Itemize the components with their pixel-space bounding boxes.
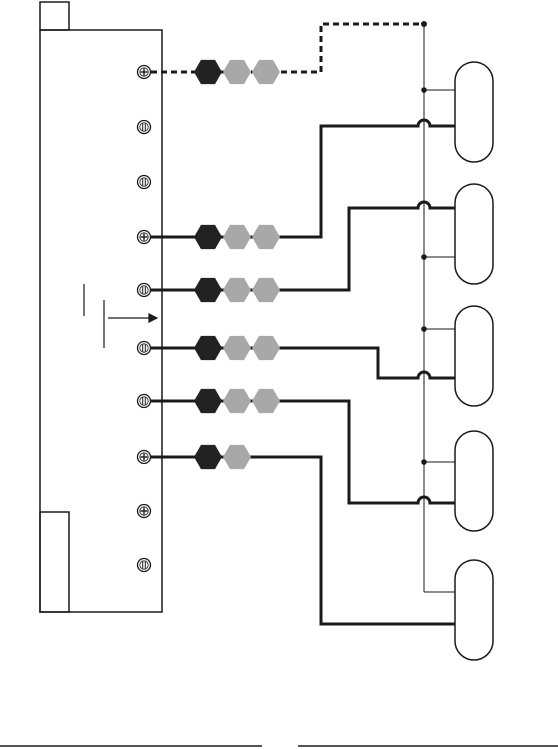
ferrite-bead-icon: [223, 336, 251, 360]
slotted-screw-icon: [138, 559, 151, 572]
load-unit-1: [455, 62, 493, 162]
ferrite-bead-icon: [252, 336, 280, 360]
load-unit-5: [455, 560, 493, 660]
wire-4: [151, 401, 455, 503]
tap-node-2: [422, 255, 427, 260]
tap-node-3: [422, 327, 427, 332]
arrow-head: [149, 314, 157, 322]
ferrite-bead-icon: [194, 336, 222, 360]
ferrite-bead-icon: [223, 225, 251, 249]
ferrite-bead-icon: [194, 225, 222, 249]
ferrite-bead-icon: [194, 60, 222, 84]
phillips-screw-icon: [138, 505, 151, 518]
load-unit-3: [455, 306, 493, 406]
ferrite-bead-group: [194, 278, 280, 302]
terminal-block-top-tab: [40, 2, 69, 30]
wire-3: [151, 348, 455, 378]
ferrite-bead-icon: [194, 278, 222, 302]
ferrite-bead-icon: [223, 445, 251, 469]
phillips-screw-icon: [138, 231, 151, 244]
ferrite-bead-group: [194, 336, 280, 360]
slotted-screw-icon: [138, 284, 151, 297]
wire-2: [151, 202, 455, 290]
ferrite-bead-icon: [194, 445, 222, 469]
ferrite-beads: [194, 60, 280, 469]
ferrite-bead-group: [194, 389, 280, 413]
ferrite-bead-icon: [252, 60, 280, 84]
slotted-screw-icon: [138, 121, 151, 134]
ferrite-bead-icon: [223, 278, 251, 302]
ferrite-bead-icon: [223, 389, 251, 413]
phillips-screw-icon: [138, 451, 151, 464]
terminal-block: [40, 2, 162, 612]
ferrite-bead-group: [194, 225, 280, 249]
phillips-screw-icon: [138, 66, 151, 79]
bus: [422, 22, 456, 593]
wire-1: [151, 120, 455, 237]
load-units: [455, 62, 493, 660]
terminal-block-side-tab: [40, 512, 69, 612]
ferrite-bead-group: [194, 60, 280, 84]
wire-dashed: [151, 24, 424, 72]
tap-node-4: [422, 460, 427, 465]
slotted-screw-icon: [138, 342, 151, 355]
load-unit-4: [455, 431, 493, 531]
wires: [151, 24, 455, 624]
ferrite-bead-icon: [223, 60, 251, 84]
ferrite-bead-icon: [252, 389, 280, 413]
terminal-block-body: [40, 30, 162, 612]
ferrite-bead-icon: [194, 389, 222, 413]
load-unit-2: [455, 184, 493, 284]
bus-taps: [422, 88, 455, 465]
slotted-screw-icon: [138, 176, 151, 189]
wire-5: [151, 457, 455, 624]
ferrite-bead-icon: [252, 225, 280, 249]
tap-node-1: [422, 88, 427, 93]
slotted-screw-icon: [138, 395, 151, 408]
ferrite-bead-icon: [252, 278, 280, 302]
